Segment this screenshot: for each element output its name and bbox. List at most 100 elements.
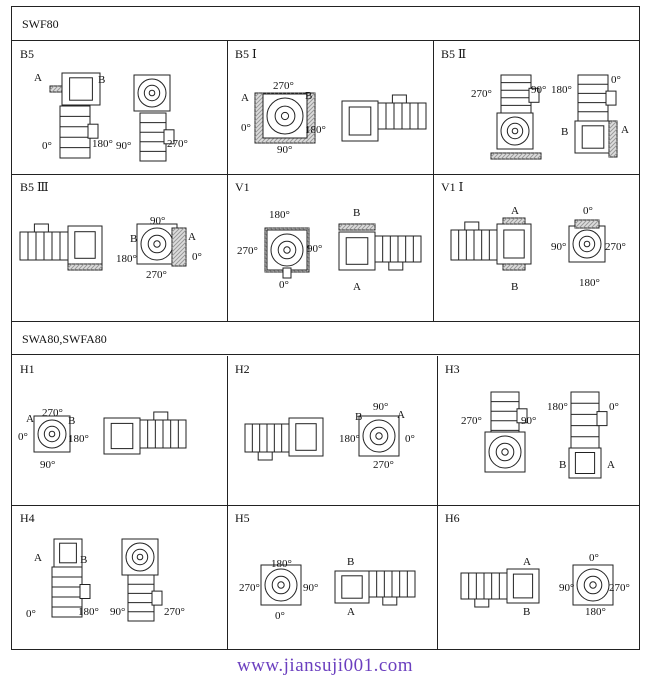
mounting-position-label: H5 [235, 511, 250, 525]
hatch-line [181, 261, 187, 267]
hatch-line [608, 120, 618, 130]
hatch-line [51, 85, 59, 93]
angle-0-label: 0° [26, 608, 36, 620]
mounting-position-label: H2 [235, 362, 250, 376]
hatch-line [490, 152, 496, 158]
hatch-line [352, 223, 360, 231]
output-shaft [136, 553, 144, 561]
hatch-line [356, 223, 364, 231]
shaft-side-b-label: B [561, 126, 568, 138]
hatch-line [608, 140, 618, 150]
terminal-box [87, 123, 99, 139]
hatch-line [608, 132, 618, 142]
hatch-line [590, 219, 600, 229]
grid-line [227, 41, 228, 321]
terminal-box [79, 584, 91, 599]
hatch-line [308, 136, 316, 144]
hatch-line [171, 241, 187, 257]
angle-0-label: 0° [279, 279, 289, 291]
hatch-surface [171, 227, 187, 267]
hatch-line [81, 263, 89, 271]
angle-180-label: 180° [271, 558, 292, 570]
hatch-line [504, 152, 512, 160]
gearbox-side-view [341, 100, 379, 142]
shaft-side-a-label: A [26, 413, 34, 425]
hatch-line [171, 249, 187, 265]
hatch-line [520, 219, 526, 225]
output-shaft [280, 111, 290, 121]
shaft-side-b-label: B [559, 459, 566, 471]
terminal-box [464, 221, 480, 231]
motor-body [139, 112, 167, 162]
motor-horizontal [450, 221, 498, 261]
hatch-line [340, 223, 348, 231]
shaft-side-b-label: B [353, 207, 360, 219]
shaft-side-b-label: B [523, 606, 530, 618]
hatch-line [574, 219, 580, 225]
hatch-line [516, 152, 524, 160]
hatch-line [171, 233, 187, 249]
hatch-line [500, 152, 508, 160]
mounting-position-label: B5 Ⅲ [20, 180, 49, 194]
hatch-line [524, 152, 532, 160]
shaft-side-a-label: A [607, 459, 615, 471]
gearbox-side-view [103, 417, 141, 455]
gearbox-front-view [568, 225, 606, 263]
hatch-line [364, 223, 372, 231]
angle-0-label: 0° [192, 251, 202, 263]
angle-180-label: 180° [78, 606, 99, 618]
angle-270-label: 270° [605, 241, 626, 253]
angle-0-label: 0° [275, 610, 285, 622]
angle-270-label: 270° [42, 407, 63, 419]
hatch-line [368, 223, 376, 231]
mounting-drawing-v1-1: AB0°90°270°180° [450, 205, 626, 293]
gearbox-inner [345, 237, 369, 265]
terminal-box [382, 596, 398, 606]
shaft-side-b-label: B [98, 74, 105, 86]
shaft-side-b-label: B [511, 281, 518, 293]
hatch-surface [608, 120, 618, 158]
gearbox-front-view [33, 415, 71, 453]
hatch-line [171, 245, 187, 261]
angle-90-label: 90° [531, 84, 546, 96]
angle-90-label: 90° [116, 140, 131, 152]
hatch-line [608, 148, 618, 158]
gearbox-front-view [266, 229, 308, 271]
angle-180-label: 180° [92, 138, 113, 150]
grid-line [12, 174, 640, 175]
hatch-line [300, 128, 316, 144]
hatch-line [177, 257, 187, 267]
hatch-line [608, 136, 618, 146]
angle-180-label: 180° [116, 253, 137, 265]
output-shaft [153, 240, 161, 248]
hatch-line [578, 219, 588, 229]
terminal-box [33, 223, 49, 233]
motor-horizontal [460, 572, 508, 608]
hatch-line [582, 219, 592, 229]
angle-270-label: 270° [471, 88, 492, 100]
gearbox-front-view [136, 223, 178, 265]
terminal-box [388, 261, 404, 271]
hatch-surface [502, 217, 526, 225]
mounting-position-label: B5 Ⅰ [235, 47, 257, 61]
section-title-swa80: SWA80,SWFA80 [12, 321, 640, 355]
terminal-box [163, 129, 175, 145]
hatch-box [502, 217, 526, 225]
terminal-box [516, 408, 528, 424]
angle-90-label: 90° [373, 401, 388, 413]
hatch-line [508, 217, 516, 225]
hatch-line [173, 253, 187, 267]
hatch-line [304, 132, 316, 144]
hatch-line [520, 265, 526, 271]
output-shaft [375, 432, 383, 440]
shaft-side-b-label: B [347, 556, 354, 568]
shaft-side-b-label: B [355, 411, 362, 423]
terminal-box [153, 411, 169, 421]
motor-vertical [577, 74, 617, 122]
diagram-frame [11, 6, 640, 650]
